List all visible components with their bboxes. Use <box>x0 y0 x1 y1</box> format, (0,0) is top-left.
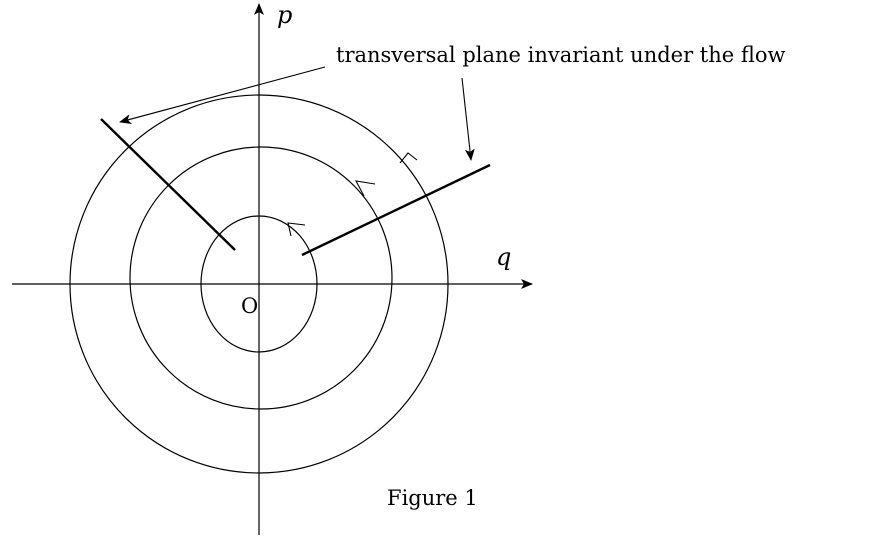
annotation-arrow-left <box>119 66 326 124</box>
orbit-inner-direction-icon <box>287 222 306 237</box>
transversal-plane-left <box>100 118 236 251</box>
p-axis-label: p <box>277 1 292 29</box>
transversal-plane-right <box>301 163 491 257</box>
annotation-arrow-right <box>461 77 475 161</box>
orbit-middle-direction-icon <box>354 180 376 197</box>
q-axis-label: q <box>496 243 511 271</box>
orbit-outer <box>69 94 449 474</box>
origin-label: O <box>241 294 258 318</box>
orbit-inner <box>200 215 318 353</box>
figure-caption: Figure 1 <box>387 486 478 510</box>
orbit-middle <box>129 146 393 410</box>
orbit-outer-direction-icon <box>399 152 418 164</box>
annotation-text: transversal plane invariant under the fl… <box>336 43 786 67</box>
